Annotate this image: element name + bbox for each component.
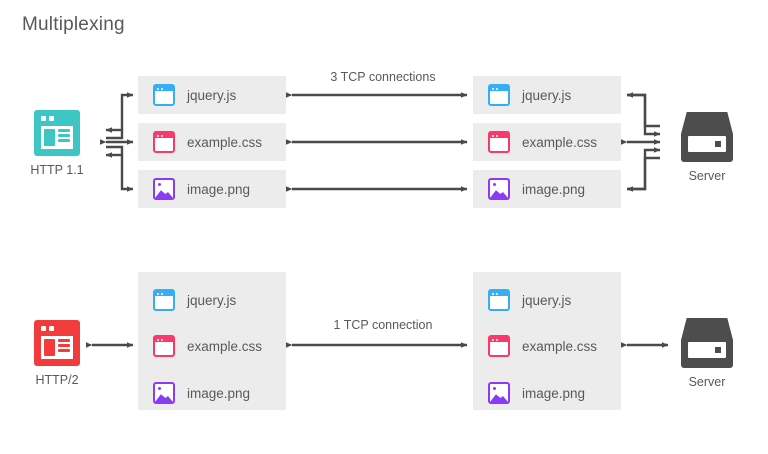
http11-client-endpoint: HTTP 1.1	[14, 110, 100, 177]
image-file-icon	[153, 382, 175, 404]
http2-right-row-jquery: jquery.js	[488, 285, 571, 315]
http2-server-label: Server	[688, 375, 726, 389]
image-file-icon	[488, 382, 510, 404]
js-file-icon	[488, 84, 510, 106]
file-name-label: example.css	[522, 134, 598, 150]
image-file-icon	[488, 178, 510, 200]
image-file-icon	[153, 178, 175, 200]
css-file-icon	[153, 335, 175, 357]
browser-window-icon	[34, 110, 80, 156]
content-lines	[58, 129, 70, 146]
browser-content-pane	[41, 336, 73, 359]
js-file-icon	[488, 289, 510, 311]
js-file-icon	[153, 289, 175, 311]
page-title: Multiplexing	[22, 14, 125, 35]
server-icon	[681, 318, 733, 368]
arrow-image-to-server	[627, 147, 661, 191]
http11-right-row-jquery: jquery.js	[488, 80, 571, 110]
http2-client-endpoint: HTTP/2	[14, 320, 100, 387]
arrow-client-to-jquery	[106, 92, 134, 140]
browser-content-pane	[41, 126, 73, 149]
content-block	[44, 339, 55, 356]
titlebar-dot	[41, 326, 46, 331]
arrow-server-to-jquery	[626, 92, 660, 128]
file-name-label: example.css	[187, 338, 263, 354]
js-file-icon	[153, 84, 175, 106]
http2-left-row-css: example.css	[153, 331, 262, 361]
http11-server-label: Server	[688, 169, 726, 183]
css-file-icon	[488, 131, 510, 153]
http2-left-row-jquery: jquery.js	[153, 285, 236, 315]
file-name-label: image.png	[522, 181, 586, 197]
http2-client-label: HTTP/2	[35, 373, 79, 387]
content-block	[44, 129, 55, 146]
server-icon	[681, 112, 733, 162]
file-name-label: image.png	[187, 181, 251, 197]
titlebar-dot	[49, 326, 54, 331]
http11-left-row-jquery: jquery.js	[153, 80, 236, 110]
file-name-label: jquery.js	[187, 292, 237, 308]
http11-right-row-image: image.png	[488, 174, 585, 204]
http11-left-row-image: image.png	[153, 174, 250, 204]
http2-server-endpoint: Server	[664, 318, 750, 389]
http2-right-row-image: image.png	[488, 378, 585, 408]
arrow-client-to-image	[106, 145, 134, 192]
file-name-label: example.css	[187, 134, 263, 150]
http11-client-label: HTTP 1.1	[30, 163, 84, 177]
http11-left-row-css: example.css	[153, 127, 262, 157]
content-lines	[58, 339, 70, 356]
http11-connection-label: 3 TCP connections	[330, 70, 436, 84]
file-name-label: image.png	[522, 385, 586, 401]
http2-connection-label: 1 TCP connection	[333, 318, 433, 332]
arrow-server-to-image	[626, 156, 660, 192]
css-file-icon	[488, 335, 510, 357]
file-name-label: example.css	[522, 338, 598, 354]
http2-right-row-css: example.css	[488, 331, 597, 361]
http11-server-endpoint: Server	[664, 112, 750, 183]
browser-window-icon	[34, 320, 80, 366]
file-name-label: jquery.js	[522, 292, 572, 308]
titlebar-dot	[41, 116, 46, 121]
http2-left-row-image: image.png	[153, 378, 250, 408]
file-name-label: jquery.js	[187, 87, 237, 103]
arrow-jquery-to-server	[627, 93, 661, 137]
titlebar-dot	[49, 116, 54, 121]
css-file-icon	[153, 131, 175, 153]
file-name-label: jquery.js	[522, 87, 572, 103]
file-name-label: image.png	[187, 385, 251, 401]
http11-right-row-css: example.css	[488, 127, 597, 157]
